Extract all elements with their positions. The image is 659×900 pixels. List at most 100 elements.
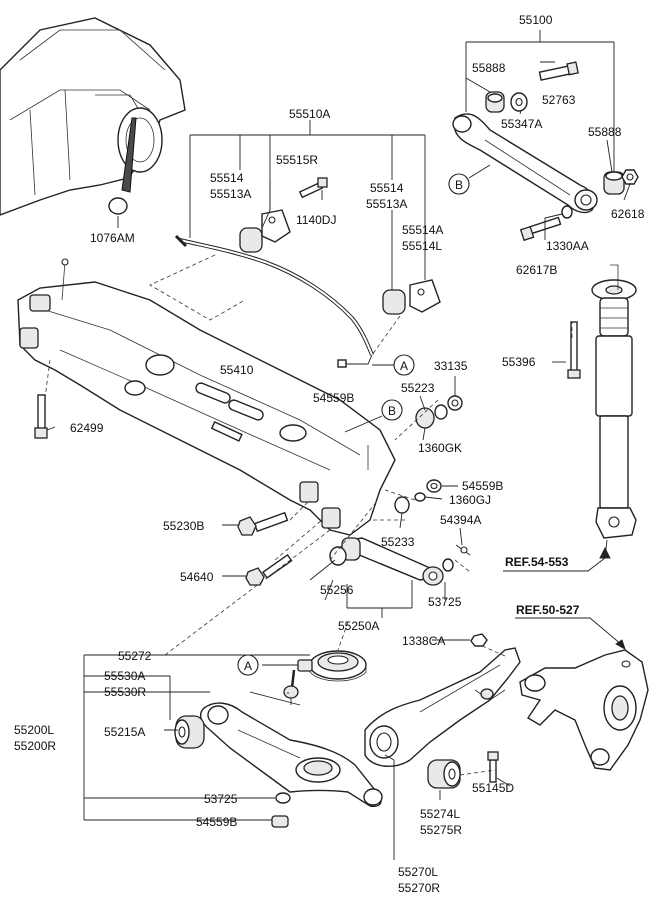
label-55233: 55233 [381,535,415,549]
label-55530r: 55530R [104,685,146,699]
bushing-55513a-right [382,279,441,315]
label-55256: 55256 [320,583,354,597]
label-55888-lower: 55888 [588,125,622,139]
label-55270l: 55270L [398,865,438,879]
label-55514-left: 55514 [210,171,244,185]
svg-text:B: B [455,178,463,192]
label-54559b-lower: 54559B [196,815,237,829]
shock-absorber-55396 [591,264,637,559]
bushing-55513a-left [239,209,291,253]
label-54640: 54640 [180,570,214,584]
label-55514a: 55514A [402,223,443,237]
bushing-55223 [415,404,448,429]
label-ref-50-527: REF.50-527 [516,603,580,617]
callout-b-middle: B [344,399,403,433]
label-62499: 62499 [70,421,104,435]
label-55514l: 55514L [402,239,442,253]
washer-53725-upper [442,558,454,572]
washer-55347a [510,92,528,112]
bolt-52763 [538,61,579,81]
label-55270r: 55270R [398,881,440,895]
label-1360gk: 1360GK [418,441,462,455]
lower-link-55250a [329,537,444,586]
nut-54559b-right [426,479,442,493]
label-55274l: 55274L [420,807,460,821]
label-1330aa: 1330AA [546,239,589,253]
bushing-55888-lower [603,171,625,195]
crossmember-55410 [17,258,396,536]
label-1338ca: 1338CA [402,634,445,648]
car-silhouette [0,17,186,216]
bolt-54640 [245,553,293,586]
label-55513a-right: 55513A [366,197,407,211]
bushing-55888-upper [485,91,505,113]
bolt-62499 [34,394,48,439]
label-55275r: 55275R [420,823,462,837]
bushing-55233 [394,496,410,514]
label-55514-right: 55514 [370,181,404,195]
washer-1330aa [561,205,573,219]
knuckle-ref-50-527 [519,649,649,771]
label-55200r: 55200R [14,739,56,753]
trailing-arm-55270 [364,647,521,767]
label-55250a: 55250A [338,619,379,633]
label-55888-upper: 55888 [472,61,506,75]
upper-arm-55100 [452,113,598,214]
leader-lines [44,30,631,860]
label-55200l: 55200L [14,723,54,737]
callout-a-lower: A [237,654,259,676]
stabilizer-link-55530 [262,659,313,705]
callout-a-upper: A [372,354,415,376]
label-1076am: 1076AM [90,231,135,245]
label-53725-upper: 53725 [428,595,462,609]
bolt-55396 [567,321,581,379]
label-55223: 55223 [401,381,435,395]
nut-62618 [621,169,639,185]
label-55215a: 55215A [104,725,145,739]
label-ref-54-553: REF.54-553 [505,555,569,569]
svg-text:B: B [388,404,396,418]
nut-33135 [447,395,463,411]
plug-1076am [108,197,128,215]
nut-54559b-lower [271,815,289,828]
bolt-62617b [519,216,562,242]
svg-text:A: A [400,359,408,373]
bushing-55274l [427,759,461,789]
svg-text:A: A [244,659,252,673]
label-55515r: 55515R [276,153,318,167]
label-33135: 33135 [434,359,468,373]
label-54559b-right: 54559B [462,479,503,493]
spring-pin-54394a [455,544,471,556]
label-55410: 55410 [220,363,254,377]
label-55100: 55100 [519,13,553,27]
stabilizer-link-end [337,354,373,368]
label-53725-lower: 53725 [204,792,238,806]
bolt-55145d [487,751,499,783]
label-55145d: 55145D [472,781,514,795]
label-55230b: 55230B [163,519,204,533]
label-1140dj: 1140DJ [296,213,336,227]
bolt-1338ca [470,633,488,647]
label-55272: 55272 [118,649,152,663]
callout-b-upper-arm: B [448,164,491,195]
label-55510a: 55510A [289,107,330,121]
label-62618: 62618 [611,207,645,221]
bolt-1140dj [298,177,328,199]
label-54394a: 54394A [440,513,481,527]
washer-53725-lower [275,792,291,804]
label-54559b-upper: 54559B [313,391,354,405]
label-55530a: 55530A [104,669,145,683]
label-62617b: 62617B [516,263,557,277]
label-55513a-left: 55513A [210,187,251,201]
washer-1360gj [414,492,426,502]
part-labels: 55100 55888 52763 55347A 55888 62618 133… [14,13,645,895]
bushing-55215a [174,715,205,749]
stabilizer-bar-55510a [174,234,374,356]
label-55396: 55396 [502,355,536,369]
label-55347a: 55347A [501,117,542,131]
bolt-55230b [237,511,289,536]
lower-arm-55200 [199,702,383,807]
spring-seat-55272 [309,650,367,682]
label-1360gj: 1360GJ [449,493,491,507]
